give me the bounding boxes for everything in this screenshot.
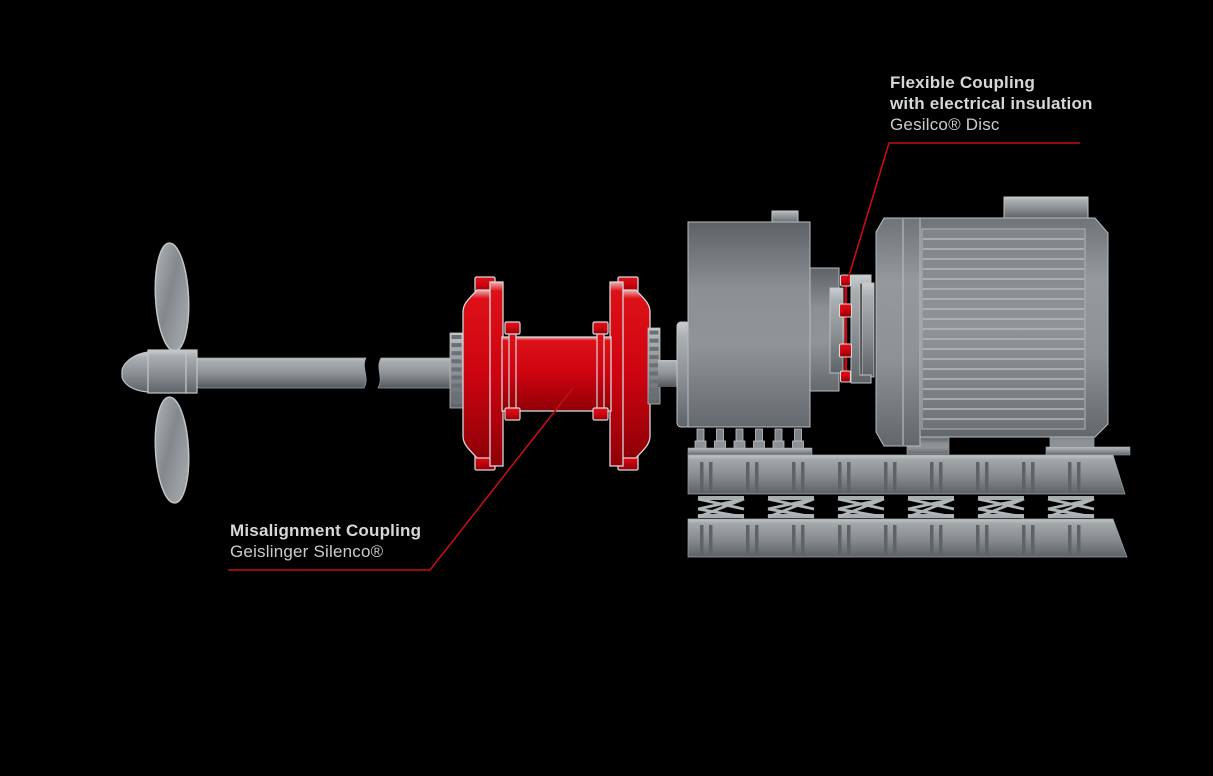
bolt-flange-left [449,332,464,409]
flexible-coupling [829,274,875,384]
motor-terminal-box [1003,196,1089,219]
flexible-coupling-label: Flexible Coupling with electrical insula… [890,72,1093,135]
propeller-nose-cone [121,351,149,393]
bolt-flange-right [647,327,661,405]
leader-line-flexible-coupling [847,142,1080,280]
coupling-flange-ring-right [592,321,609,421]
shaft-segment-forward [196,357,367,389]
propeller-hub [147,349,187,394]
coupling-disc-left [462,276,504,471]
motor-rear-pad [1045,446,1131,456]
flexible-coupling-label-line3: Gesilco® Disc [890,115,1000,134]
propeller-blade-top [154,242,190,352]
propeller-hub-ring [185,349,198,394]
flexible-coupling-label-line2: with electrical insulation [890,94,1093,113]
coupling-flange-ring-left [504,321,521,421]
coupling-disc-right [609,276,651,471]
gearbox [687,210,840,456]
flexible-coupling-label-line1: Flexible Coupling [890,73,1036,92]
top-rail-ribs [700,462,1081,492]
propeller [121,242,198,504]
electric-motor [875,196,1131,456]
misalignment-coupling [449,276,661,471]
vibration-isolator-springs [697,496,1095,519]
propeller-blade-bottom [154,396,190,504]
gearbox-input-shaft [658,321,691,428]
motor-drive-end-plate [875,217,921,447]
foundation-bottom-rail [687,518,1128,558]
shaft-segment-aft [377,357,453,389]
foundation [687,454,1128,558]
output-hub-plate [829,287,844,374]
foundation-top-rail [687,454,1126,495]
bottom-rail-ribs [700,525,1081,554]
misalignment-coupling-label-line2: Geislinger Silenco® [230,542,384,561]
coupling-bracket [850,274,872,384]
motor-cooling-fins [923,238,1084,420]
motor-side-hub [861,282,875,378]
gearbox-housing [687,221,811,428]
misalignment-coupling-label-line1: Misalignment Coupling [230,521,422,540]
coupling-barrel [501,336,612,412]
gearbox-top-cover [771,210,799,224]
propeller-shaft [196,357,453,389]
disc-pack [838,274,853,383]
misalignment-coupling-label: Misalignment Coupling Geislinger Silenco… [230,520,421,562]
leader-line-misalignment-coupling [228,387,574,571]
gearbox-foundation-bolts [694,428,804,450]
gearbox-base-plate [687,447,813,456]
